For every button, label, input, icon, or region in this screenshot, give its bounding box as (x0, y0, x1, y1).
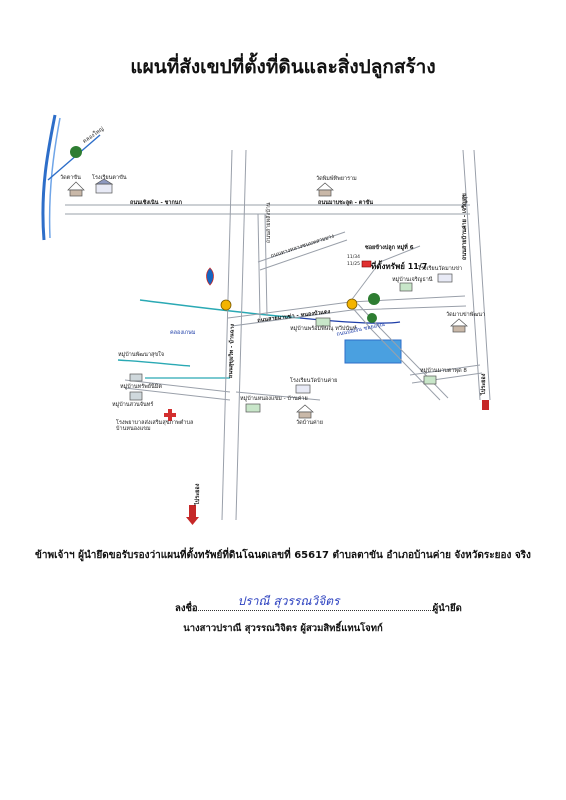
road-north-mid (257, 231, 346, 263)
canal-right (299, 317, 401, 324)
fuel-station-icon (206, 267, 214, 286)
label-village-khlong: หมู่บ้านพัฒนาสุขใจ (118, 352, 165, 358)
tree-topleft (70, 146, 82, 158)
label-wat-top: วัดพิมพ์ทิพยาราม (316, 176, 357, 182)
tree-midright2 (367, 313, 377, 323)
label-village-left2: หมู่บ้านสวนจันทร์ (112, 402, 154, 408)
label-road-top-left: ถนนเชิงเนิน - ชากนก (130, 200, 182, 206)
village-icon-khlong (129, 373, 143, 382)
asset-marker (361, 260, 372, 268)
label-to-south: ไประยอง (195, 483, 201, 505)
signature-row: ลงชื่อ ปราณี สุวรรณวิจิตรผู้นำยึด (175, 594, 462, 616)
road-left-lower (124, 379, 231, 393)
road-lower-mid (235, 391, 321, 401)
plot-code-b: 11/25 (347, 262, 360, 267)
village-icon-left (129, 391, 143, 401)
label-village-mid: หมู่บ้านพร้อมพิษณุ ทวีปนันท์ (290, 326, 357, 332)
canal-mid (139, 299, 301, 319)
handwritten-signature: ปราณี สุวรรณวิจิตร (237, 594, 340, 608)
plot-code-a: 11/34 (347, 255, 360, 260)
road-lower-right (409, 364, 481, 376)
temple-icon-midlow (296, 404, 314, 419)
location-map (41, 114, 491, 525)
label-to-east: ไประยอง (481, 373, 487, 395)
school-icon-midlow (295, 384, 311, 394)
label-village-left: หมู่บ้านทรัพย์นิมิต (120, 384, 162, 390)
road-right-vertical (462, 149, 481, 401)
hospital-icon (164, 409, 176, 421)
signature-line: ปราณี สุวรรณวิจิตร (197, 594, 433, 611)
signature-suffix: ผู้นำยึด (432, 603, 462, 614)
label-school-right: โรงเรียนวัดมาบข่า (418, 266, 463, 272)
label-village-lower-right: หมู่บ้านมาบตาพุด 8 (420, 368, 467, 374)
tree-midright (368, 293, 380, 305)
road-center-up (257, 213, 261, 319)
village-icon-right (399, 282, 413, 292)
village-icon-lower-right (423, 375, 437, 385)
school-icon-right (437, 273, 453, 283)
label-hospital: โรงพยาบาลส่งเสริมสุขภาพตำบลบ้านหนองแขม (116, 420, 194, 432)
label-village-right: หมู่บ้านเจริญธานี (392, 277, 433, 283)
temple-icon-right (450, 318, 468, 333)
signature-prefix: ลงชื่อ (175, 603, 198, 614)
canal-lower (117, 359, 191, 367)
asset-label: ที่ตั้งทรัพย์ 11/7 (371, 262, 428, 271)
road-main-vertical (221, 149, 233, 521)
temple-icon-top (316, 182, 334, 197)
label-soi-asset: ซอยข้างปลูก หมู่ที่ 6 (365, 245, 414, 251)
junction-left (220, 299, 232, 311)
village-icon-mid (315, 317, 331, 327)
road-branch-right (349, 304, 441, 401)
label-school-midlow: โรงเรียนวัดบ้านค่าย (290, 378, 338, 384)
temple-icon-left (67, 181, 85, 197)
arrow-east (482, 400, 489, 410)
road-branch-upright (349, 245, 421, 303)
label-canal-name: คลองเกษม (170, 330, 196, 336)
printed-name: นางสาวปราณี สุวรรณวิจิตร ผู้สวมสิทธิ์แทน… (183, 623, 383, 634)
label-road-center-up: ถนนสายหลังบ้าน (266, 202, 272, 243)
label-village-midlow: หมู่บ้านหนองแขม - บ้านค่าย (240, 396, 308, 402)
declaration-text: ข้าพเจ้าฯ ผู้นำยึดขอรับรองว่าแผนที่ตั้งท… (35, 550, 531, 561)
junction-right (346, 298, 358, 310)
label-wat-left: วัดตาขัน (60, 175, 81, 181)
school-icon-left (94, 178, 114, 194)
river-left-inner (48, 117, 61, 239)
village-icon-midlow (245, 403, 261, 413)
arrow-south (189, 505, 196, 517)
river-left (41, 114, 57, 241)
label-wat-right: วัดมาบข่าพัฒนา (446, 312, 486, 318)
label-road-right: ถนนสายบ้านค่าย - เจริญสุข (462, 193, 468, 260)
label-school-left: โรงเรียนตาขัน (92, 175, 127, 181)
map-title: แผนที่สังเขปที่ตั้งที่ดินและสิ่งปลูกสร้า… (130, 56, 436, 78)
label-wat-midlow: วัดบ้านค่าย (296, 420, 323, 426)
plot-codes: 11/34 11/25 (347, 254, 360, 268)
label-road-top-mid: ถนนมาบชะลูด - ตาขัน (318, 200, 373, 206)
